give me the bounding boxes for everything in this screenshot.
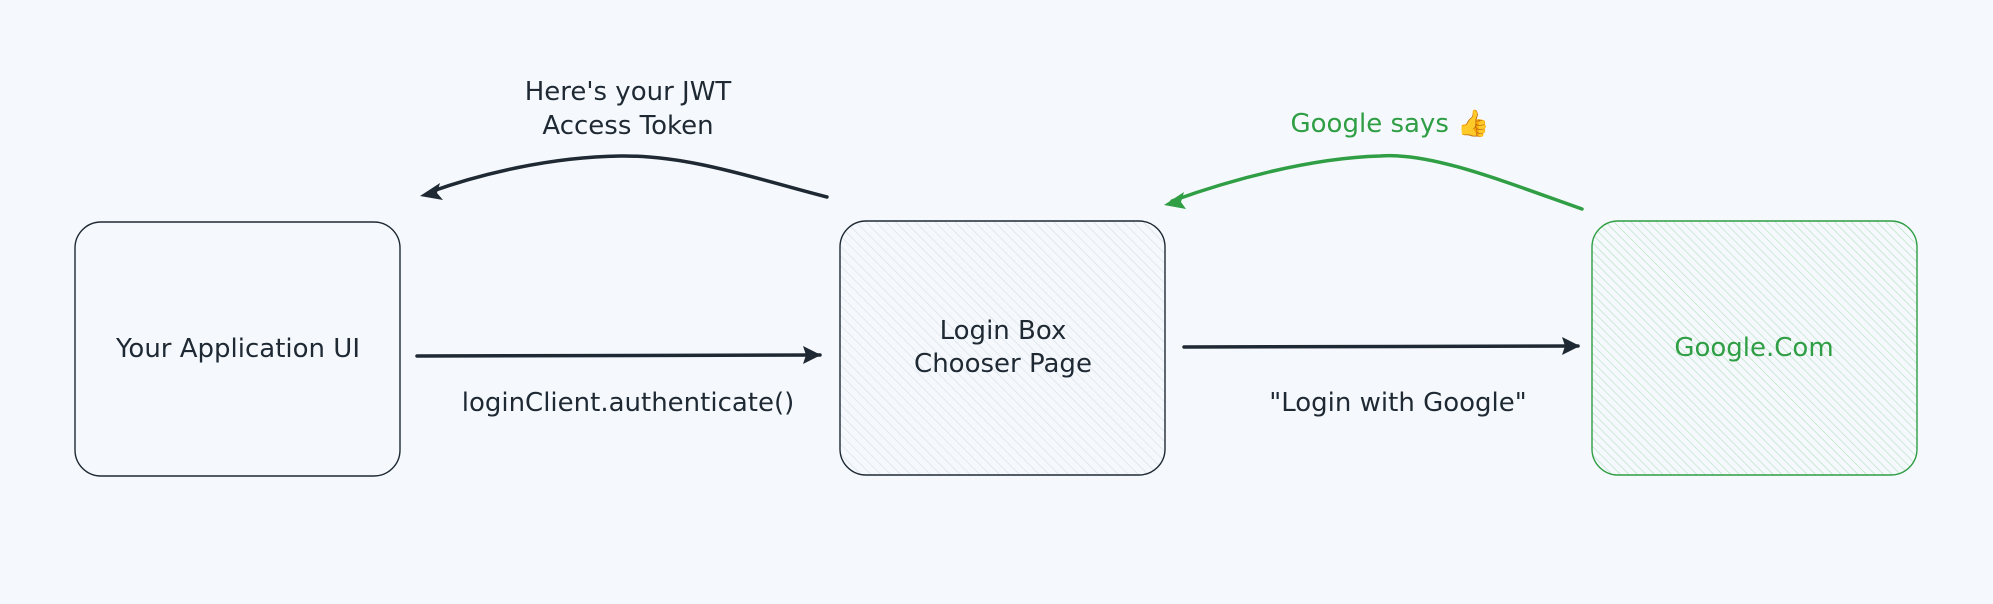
edge-label: Google says 👍 bbox=[1291, 108, 1490, 139]
edge-google-to-login: Google says 👍 bbox=[1164, 108, 1584, 211]
node-box bbox=[1591, 220, 1918, 476]
node-your-application-ui: Your Application UI bbox=[74, 221, 401, 477]
arrow-line bbox=[428, 154, 829, 199]
node-box bbox=[74, 221, 401, 477]
edge-app-to-login: loginClient.authenticate() bbox=[415, 346, 822, 418]
arrow-head bbox=[1562, 337, 1580, 355]
node-box bbox=[839, 220, 1166, 476]
edge-login-to-app: Here's your JWT Access Token bbox=[420, 77, 829, 200]
edge-label-line2: Access Token bbox=[542, 111, 713, 141]
arrow-head bbox=[420, 183, 443, 200]
edge-label-line1: Here's your JWT bbox=[525, 77, 732, 107]
node-label: Google.Com bbox=[1674, 333, 1833, 363]
arrow-line bbox=[1182, 344, 1580, 349]
edge-label: loginClient.authenticate() bbox=[462, 388, 795, 418]
edge-label: "Login with Google" bbox=[1269, 388, 1526, 418]
arrow-head bbox=[1164, 192, 1186, 209]
node-label: Your Application UI bbox=[115, 334, 360, 364]
arrow-line bbox=[415, 353, 822, 358]
node-label-line2: Chooser Page bbox=[914, 349, 1092, 379]
node-google-com: Google.Com bbox=[1591, 220, 1918, 476]
edge-login-to-google: "Login with Google" bbox=[1182, 337, 1580, 418]
node-login-box-chooser-page: Login Box Chooser Page bbox=[839, 220, 1166, 476]
arrow-head bbox=[803, 346, 821, 364]
node-label-line1: Login Box bbox=[940, 316, 1067, 346]
arrow-line bbox=[1170, 153, 1584, 211]
